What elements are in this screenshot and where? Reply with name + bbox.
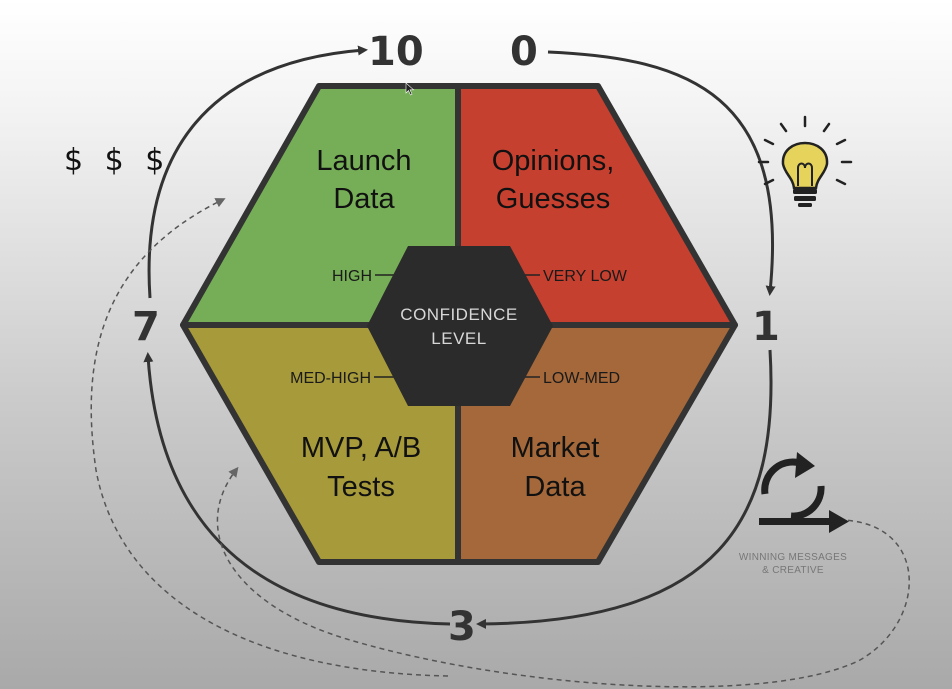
number-7: 7: [132, 304, 160, 350]
lightbulb-icon: [757, 115, 853, 207]
quadrant-bottom-left-line2: Tests: [327, 471, 395, 503]
confidence-label-line1: CONFIDENCE: [400, 305, 517, 324]
quadrant-bottom-right: [455, 322, 738, 565]
quadrant-bottom-left-line1: MVP, A/B: [301, 432, 421, 464]
dollar-signs: $ $ $: [64, 143, 170, 178]
number-3: 3: [448, 604, 476, 650]
number-0: 0: [510, 29, 538, 75]
dashed-arrow-to-mvp: [216, 466, 910, 688]
number-10: 10: [368, 29, 424, 75]
quadrant-top-right-line1: Opinions,: [492, 145, 615, 177]
level-low-med: LOW-MED: [543, 370, 620, 387]
level-very-low: VERY LOW: [543, 268, 628, 285]
cycle-arrow-7-to-10: [147, 45, 368, 299]
quadrant-bottom-right-line2: Data: [524, 471, 586, 503]
quadrant-top-left-line1: Launch: [316, 145, 411, 177]
cycle-arrow-1-to-3: [476, 349, 773, 629]
quadrant-top-right-line2: Guesses: [496, 183, 610, 215]
cycle-arrow-icon: [759, 452, 849, 533]
quadrant-top-left-line2: Data: [333, 183, 395, 215]
level-med-high: MED-HIGH: [290, 370, 371, 387]
level-high: HIGH: [332, 268, 372, 285]
quadrant-bottom-right-line1: Market: [511, 432, 600, 464]
cycle-arrow-0-to-1: [547, 50, 776, 296]
confidence-hexagon: [367, 246, 553, 406]
mouse-cursor-icon: [405, 82, 415, 96]
hexagon: [180, 83, 738, 565]
number-1: 1: [752, 304, 780, 350]
cycle-arrow-3-to-7: [143, 352, 451, 626]
winning-messages-line1: WINNING MESSAGES: [739, 552, 847, 563]
confidence-label-line2: LEVEL: [431, 329, 486, 348]
dashed-arrow-to-launch: [90, 198, 449, 677]
winning-messages-line2: & CREATIVE: [762, 565, 824, 576]
